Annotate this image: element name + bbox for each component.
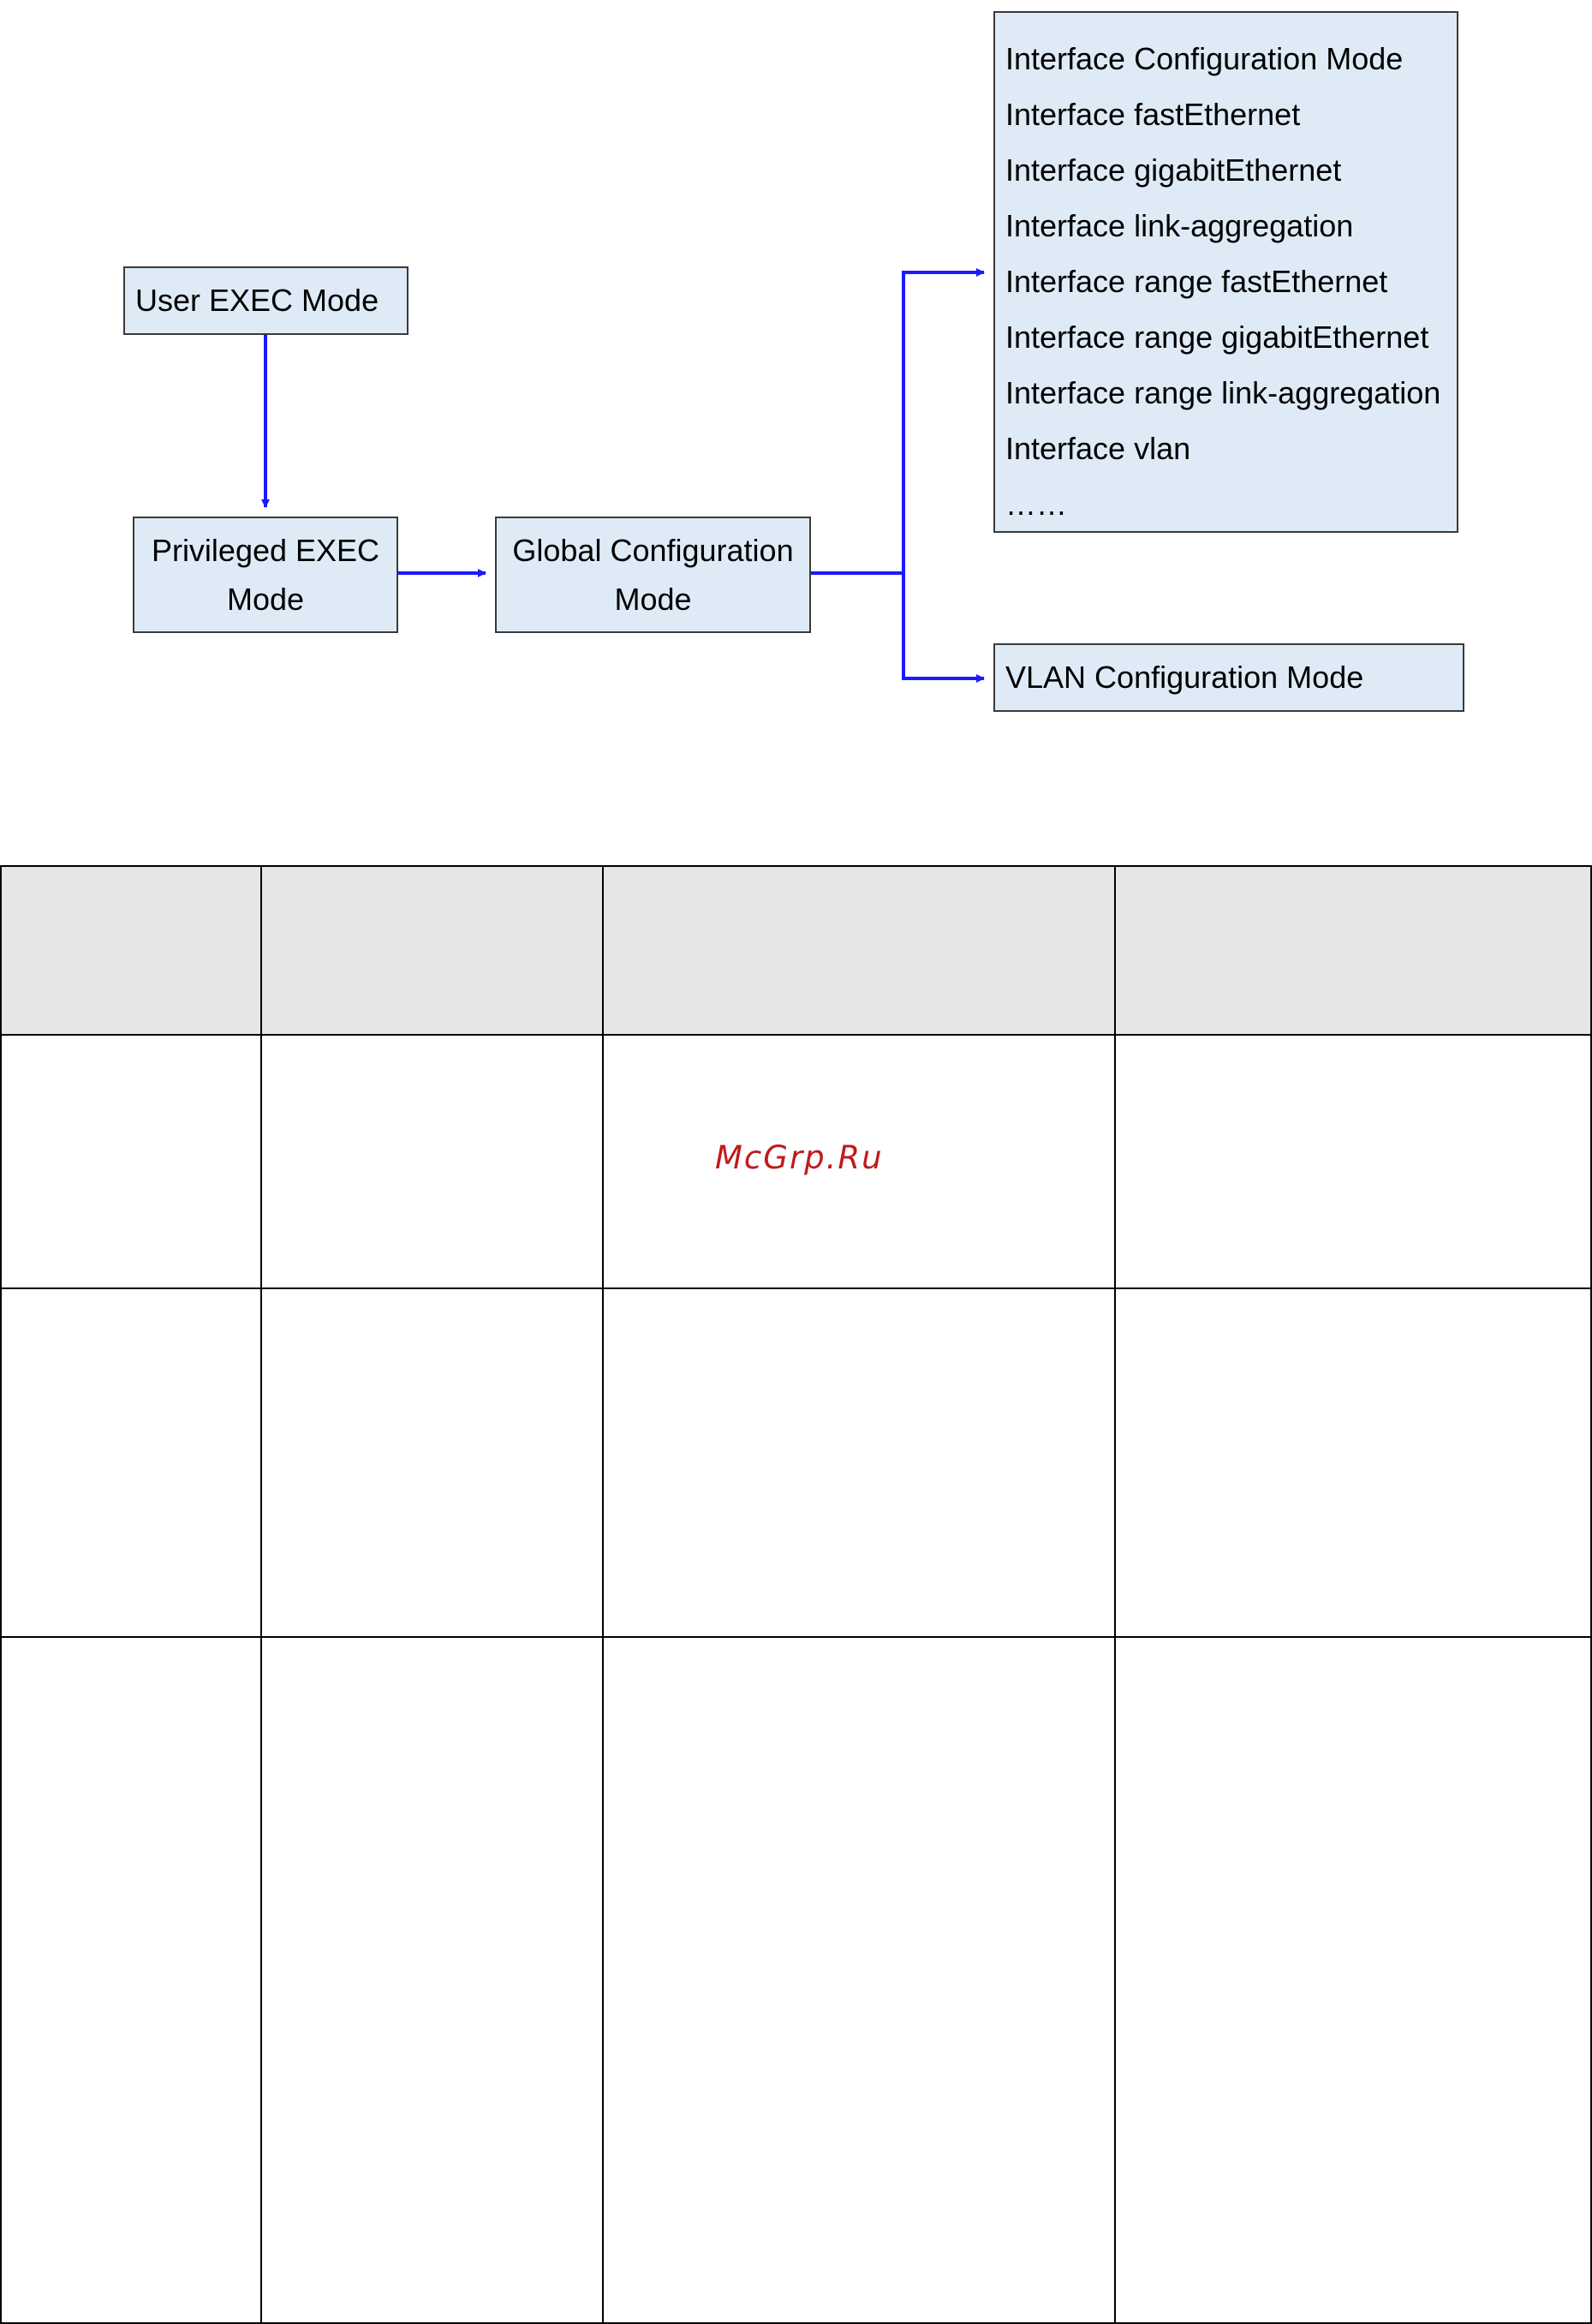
privileged-exec-mode-label-line1: Privileged EXEC: [151, 533, 380, 568]
arrow-global-to-interface: [902, 268, 985, 573]
watermark-text: McGrp.Ru: [715, 1139, 884, 1176]
vlan-configuration-mode-box: VLAN Configuration Mode: [993, 643, 1464, 712]
interface-mode-item-ellipsis: ……: [1005, 487, 1067, 522]
table-header-row: [1, 866, 1591, 1034]
interface-mode-item: Interface vlan: [1005, 431, 1191, 466]
global-configuration-mode-label-line1: Global Configuration: [512, 533, 794, 568]
interface-mode-item: Interface range gigabitEthernet: [1005, 320, 1429, 355]
interface-mode-item: Interface link-aggregation: [1005, 208, 1354, 243]
privileged-exec-mode-box: Privileged EXEC Mode: [133, 517, 398, 633]
interface-mode-item: Interface fastEthernet: [1005, 97, 1301, 132]
interface-configuration-mode-box: Interface Configuration Mode Interface f…: [993, 11, 1458, 533]
mode-table: [0, 865, 1592, 2324]
user-exec-mode-label: User EXEC Mode: [135, 283, 379, 318]
interface-mode-item: Interface Configuration Mode: [1005, 41, 1404, 76]
user-exec-mode-box: User EXEC Mode: [123, 266, 408, 335]
interface-mode-item: Interface gigabitEthernet: [1005, 152, 1342, 188]
interface-mode-item: Interface range link-aggregation: [1005, 375, 1441, 410]
vlan-configuration-mode-label: VLAN Configuration Mode: [1005, 660, 1364, 695]
global-configuration-mode-box: Global Configuration Mode: [495, 517, 811, 633]
interface-mode-item: Interface range fastEthernet: [1005, 264, 1388, 299]
mode-flow-diagram: [261, 268, 985, 683]
privileged-exec-mode-label-line2: Mode: [226, 582, 305, 617]
table-outer-border: [0, 865, 1592, 2324]
global-configuration-mode-label-line2: Mode: [614, 582, 692, 617]
arrow-global-to-vlan: [902, 573, 985, 683]
